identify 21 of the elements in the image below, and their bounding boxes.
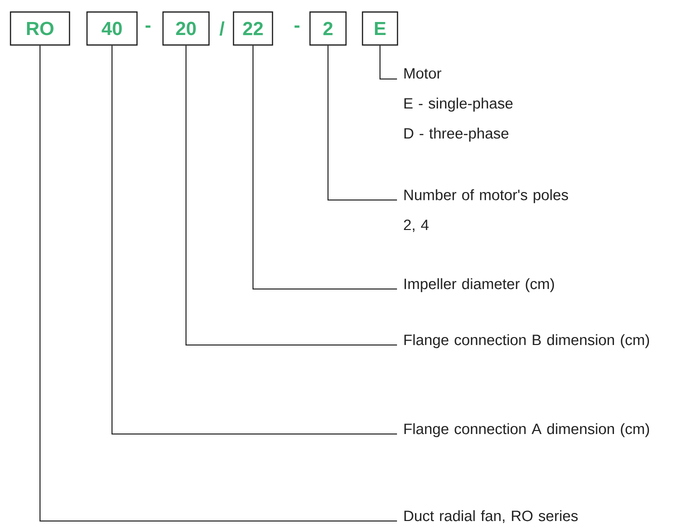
leader-line	[186, 45, 398, 346]
description-text: Motor E - single-phase D - three-phase	[404, 68, 513, 142]
leader-line	[328, 45, 398, 200]
description-text: Impeller diameter (cm)	[404, 278, 554, 292]
description-text: Duct radial fan, RO series	[404, 510, 578, 523]
leader-line	[380, 45, 398, 80]
separator: -	[294, 25, 300, 28]
code-box: 40	[86, 11, 138, 46]
code-box: 20	[162, 11, 210, 46]
leader-line	[40, 45, 398, 522]
code-box: E	[362, 11, 398, 46]
separator: /	[220, 21, 224, 36]
description-text: Flange connection A dimension (cm)	[404, 423, 649, 438]
code-box: 22	[232, 11, 274, 46]
description-text: Flange connection B dimension (cm)	[404, 334, 649, 348]
leader-line	[112, 45, 398, 434]
code-box: RO	[10, 11, 70, 46]
description-text: Number of motor's poles 2, 4	[404, 189, 568, 232]
code-box: 2	[309, 11, 347, 46]
separator: -	[146, 25, 150, 28]
leader-line	[252, 45, 398, 290]
